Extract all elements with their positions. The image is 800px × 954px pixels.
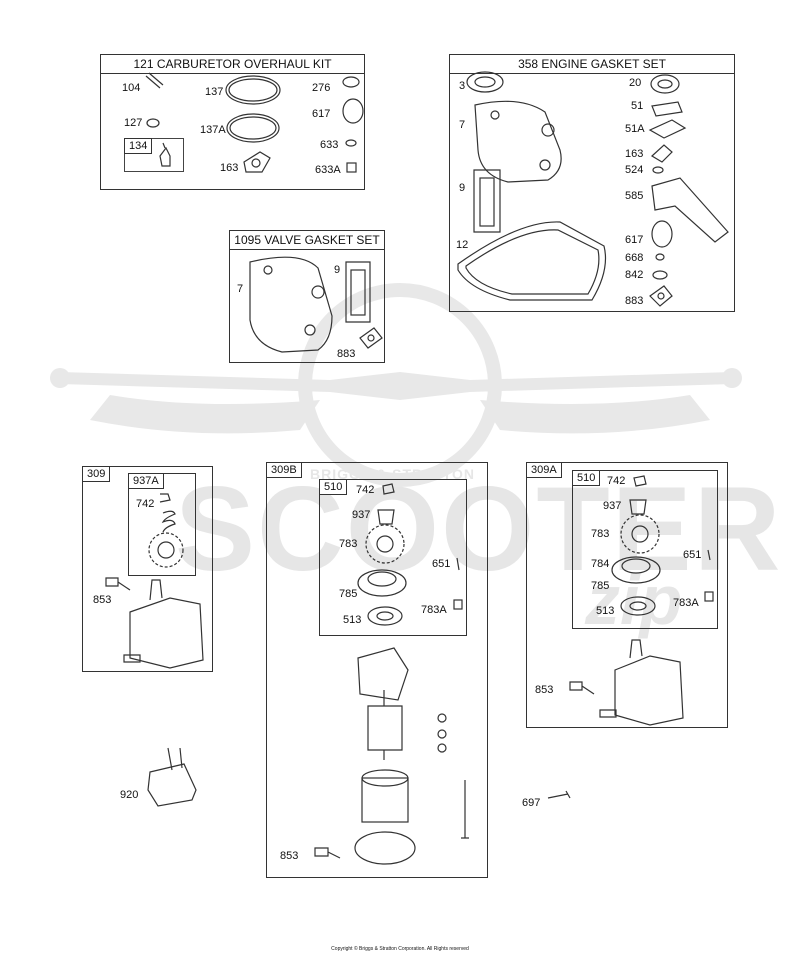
part-label: 513	[343, 614, 362, 626]
starter-309-tag: 309	[82, 466, 111, 482]
part-label: 651	[432, 558, 451, 570]
part-label: 513	[596, 605, 615, 617]
starter-309a-subkit-tag: 510	[572, 470, 601, 486]
part-label: 651	[683, 549, 702, 561]
part-label: 20	[629, 77, 642, 89]
carburetor-kit-box: 121 CARBURETOR OVERHAUL KIT	[100, 54, 365, 190]
starter-309b-box	[266, 462, 488, 878]
valve-gasket-title: 1095 VALVE GASKET SET	[230, 231, 384, 250]
part-label: 783A	[673, 597, 699, 609]
part-label: 853	[535, 684, 554, 696]
part-label: 853	[93, 594, 112, 606]
part-label: 883	[625, 295, 644, 307]
part-label: 633	[320, 139, 339, 151]
part-label: 783A	[421, 604, 447, 616]
part-label: 920	[120, 789, 139, 801]
part-label: 697	[522, 797, 541, 809]
part-label: 784	[591, 558, 610, 570]
part-label: 3	[459, 80, 466, 92]
part-label: 51	[631, 100, 644, 112]
part-label: 853	[280, 850, 299, 862]
starter-309-subkit-tag: 937A	[128, 473, 164, 489]
part-label: 742	[607, 475, 626, 487]
part-label: 9	[334, 264, 341, 276]
starter-309b-subkit-box	[319, 479, 467, 636]
starter-309a-box	[526, 462, 728, 728]
part-label: 585	[625, 190, 644, 202]
part-label: 276	[312, 82, 331, 94]
part-label: 617	[312, 108, 331, 120]
part-label: 7	[459, 119, 466, 131]
part-label: 742	[136, 498, 155, 510]
part-label: 937	[603, 500, 622, 512]
part-label: 742	[356, 484, 375, 496]
part-label: 617	[625, 234, 644, 246]
part-label: 137	[205, 86, 224, 98]
part-label: 137A	[200, 124, 226, 136]
part-label: 783	[591, 528, 610, 540]
part-label: 785	[591, 580, 610, 592]
starter-309a-subkit-box	[572, 470, 718, 629]
part-label: 937	[352, 509, 371, 521]
part-label: 7	[237, 283, 244, 295]
starter-309b-subkit-tag: 510	[319, 479, 348, 495]
carb-subkit-box	[124, 138, 184, 172]
starter-309b-tag: 309B	[266, 462, 302, 478]
engine-gasket-title: 358 ENGINE GASKET SET	[450, 55, 734, 74]
starter-309-box	[82, 466, 213, 672]
part-label: 127	[124, 117, 143, 129]
part-label: 842	[625, 269, 644, 281]
carb-subkit-tag: 134	[124, 138, 153, 154]
part-label: 163	[220, 162, 239, 174]
part-label: 668	[625, 252, 644, 264]
part-label: 524	[625, 164, 644, 176]
part-label: 163	[625, 148, 644, 160]
starter-309a-tag: 309A	[526, 462, 562, 478]
part-label: 104	[122, 82, 141, 94]
part-label: 883	[337, 348, 356, 360]
engine-gasket-box: 358 ENGINE GASKET SET	[449, 54, 735, 312]
part-label: 783	[339, 538, 358, 550]
solenoid-920-icon	[147, 763, 197, 807]
bolt-697-icon	[547, 790, 571, 799]
valve-gasket-box: 1095 VALVE GASKET SET	[229, 230, 385, 363]
part-label: 9	[459, 182, 466, 194]
part-label: 633A	[315, 164, 341, 176]
part-label: 12	[456, 239, 469, 251]
part-label: 51A	[625, 123, 645, 135]
carburetor-kit-title: 121 CARBURETOR OVERHAUL KIT	[101, 55, 364, 74]
part-label: 785	[339, 588, 358, 600]
copyright-notice: Copyright © Briggs & Stratton Corporatio…	[331, 946, 469, 952]
